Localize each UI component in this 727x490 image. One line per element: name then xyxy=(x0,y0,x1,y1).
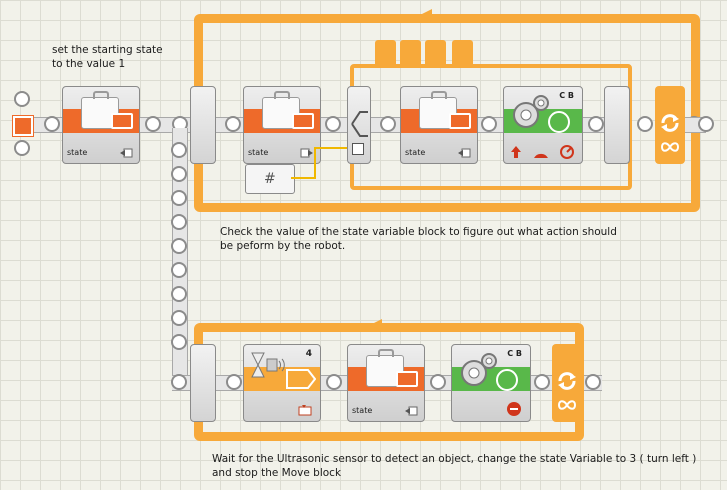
beam-hole xyxy=(171,310,187,326)
start-annotation: set the starting state to the value 1 xyxy=(52,44,163,70)
loop-start-post xyxy=(190,86,216,164)
plug-icon xyxy=(292,113,314,129)
move-block-main[interactable]: C B xyxy=(503,86,583,164)
variable-name-label: state xyxy=(352,406,373,415)
switch-tab-2[interactable] xyxy=(400,40,421,64)
variable-name-label: state xyxy=(405,148,426,157)
data-wire xyxy=(314,147,316,179)
number-symbol: # xyxy=(264,171,276,187)
switch-branch-icon xyxy=(351,111,368,137)
hourglass-icon xyxy=(251,352,265,378)
ultrasonic-sensor-icon xyxy=(266,358,285,372)
plug-icon xyxy=(111,113,133,129)
beam-hole xyxy=(585,374,601,390)
beam-hole xyxy=(171,166,187,182)
write-arrow-icon xyxy=(405,406,418,416)
write-arrow-icon xyxy=(458,148,471,158)
number-output-plug[interactable]: # xyxy=(245,164,295,194)
loop-arrow-left-icon xyxy=(420,9,432,21)
switch-input-plug[interactable] xyxy=(352,143,364,155)
beam-hole xyxy=(698,116,714,132)
beam-hole xyxy=(145,116,161,132)
duration-icon xyxy=(560,145,574,159)
read-arrow-icon xyxy=(300,148,313,158)
beam-hole xyxy=(171,238,187,254)
beam-hole xyxy=(171,334,187,350)
direction-up-icon xyxy=(511,146,521,158)
loop-refresh-icon xyxy=(661,114,679,132)
program-start-icon[interactable] xyxy=(12,115,34,137)
variable-block-write-state[interactable]: state xyxy=(400,86,478,164)
variable-block-set-state[interactable]: state xyxy=(62,86,140,164)
beam-hole xyxy=(171,286,187,302)
beam-hole xyxy=(171,142,187,158)
beam-hole xyxy=(430,374,446,390)
beam-hole xyxy=(588,116,604,132)
data-wire xyxy=(291,177,315,179)
infinity-icon xyxy=(660,142,680,152)
switch-end-post xyxy=(604,86,630,164)
beam-hole xyxy=(326,374,342,390)
loop-refresh-icon xyxy=(558,372,576,390)
beam-hole xyxy=(171,190,187,206)
gears-icon xyxy=(513,95,549,128)
plug-icon xyxy=(396,371,418,387)
beam-hole xyxy=(380,116,396,132)
beam-hole xyxy=(534,374,550,390)
switch-annotation: Check the value of the state variable bl… xyxy=(220,226,617,252)
sensor-port-number: 4 xyxy=(305,349,312,359)
write-arrow-icon xyxy=(120,148,133,158)
switch-post[interactable] xyxy=(347,86,371,164)
output-plug-icon xyxy=(286,369,316,389)
ultrasonic-wait-block[interactable]: 4 xyxy=(243,344,321,422)
plug-icon xyxy=(449,113,471,129)
beam-hole xyxy=(171,374,187,390)
infinity-icon xyxy=(557,400,577,410)
gears-icon xyxy=(461,353,497,386)
wait-loop-start-post xyxy=(190,344,216,422)
beam-hole xyxy=(637,116,653,132)
motor-ports-label: C B xyxy=(507,349,522,358)
loop-arrow-left-icon xyxy=(370,319,382,331)
beam-hole xyxy=(481,116,497,132)
wait-annotation: Wait for the Ultrasonic sensor to detect… xyxy=(212,453,697,479)
beam-hole xyxy=(226,374,242,390)
beam-hole xyxy=(171,214,187,230)
data-wire xyxy=(314,147,354,149)
wait-loop-end-post[interactable] xyxy=(552,344,582,422)
variable-block-write-state-wait[interactable]: state xyxy=(347,344,425,422)
switch-tab-1[interactable] xyxy=(375,40,396,64)
beam-hole xyxy=(171,262,187,278)
variable-name-label: state xyxy=(67,148,88,157)
wheel-icon xyxy=(548,111,570,133)
motor-ports-label: C B xyxy=(559,91,574,100)
variable-name-label: state xyxy=(248,148,269,157)
beam-hole xyxy=(325,116,341,132)
beam-hole xyxy=(14,140,30,156)
beam-hole xyxy=(44,116,60,132)
switch-tab-3[interactable] xyxy=(425,40,446,64)
beam-hole xyxy=(225,116,241,132)
move-block-stop[interactable]: C B xyxy=(451,344,531,422)
loop-end-post[interactable] xyxy=(655,86,685,164)
beam-hole xyxy=(14,91,30,107)
power-gauge-icon xyxy=(534,153,548,158)
stop-icon xyxy=(507,402,521,416)
switch-tab-4[interactable] xyxy=(452,40,473,64)
distance-compare-icon xyxy=(298,405,312,416)
wheel-icon xyxy=(496,369,518,391)
variable-block-read-state[interactable]: state xyxy=(243,86,321,164)
